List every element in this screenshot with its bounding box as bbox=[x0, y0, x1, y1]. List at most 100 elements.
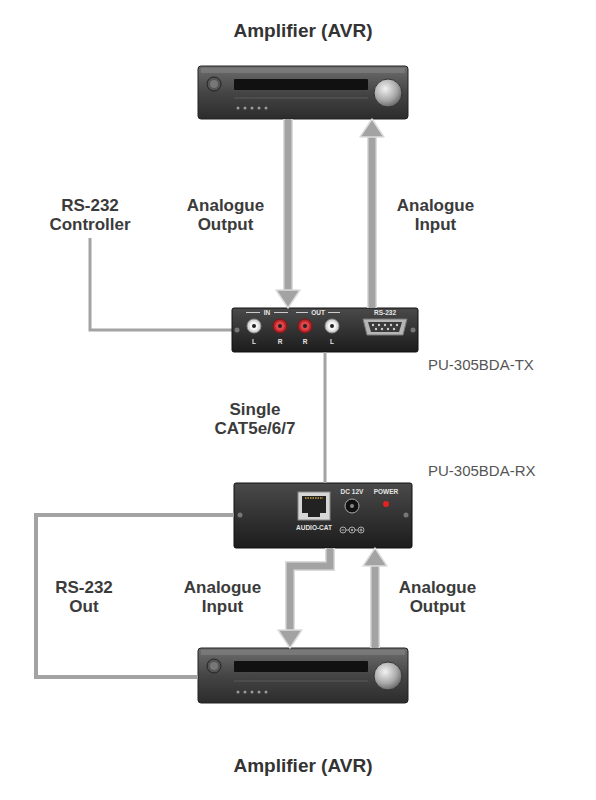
panel-label: OUT bbox=[309, 309, 327, 316]
amplifier-dot bbox=[258, 107, 261, 110]
rca-jack-red bbox=[273, 319, 287, 333]
mounting-screw bbox=[235, 328, 240, 333]
polarity-symbol bbox=[342, 530, 345, 531]
amplifier-dot bbox=[237, 107, 240, 110]
rca-jack-ring bbox=[301, 322, 310, 331]
signal-connector bbox=[278, 548, 330, 648]
rca-jack-ring bbox=[250, 322, 259, 331]
rca-jack-hole bbox=[278, 324, 282, 328]
amplifier-trim bbox=[234, 98, 368, 99]
rca-jack-white bbox=[325, 319, 339, 333]
signal-connector bbox=[276, 119, 300, 308]
panel-rule bbox=[328, 312, 340, 313]
mounting-screw bbox=[404, 513, 409, 518]
rca-jack-red bbox=[298, 319, 312, 333]
panel-rule bbox=[274, 312, 288, 313]
connector-line bbox=[290, 548, 330, 632]
arrow-head bbox=[360, 119, 384, 137]
amplifier-body bbox=[198, 648, 408, 703]
amplifier-illustration bbox=[198, 66, 408, 119]
port-label: RS-232 bbox=[368, 309, 402, 316]
connector-line bbox=[372, 564, 379, 648]
connector-outline bbox=[367, 135, 377, 308]
receiver-body bbox=[234, 483, 412, 548]
db9-pin bbox=[384, 324, 386, 326]
rca-jack-hole bbox=[252, 324, 256, 328]
rj45-latch bbox=[308, 513, 320, 517]
signal-connector bbox=[363, 548, 387, 648]
amplifier-dot bbox=[244, 107, 247, 110]
signal-connector bbox=[325, 352, 326, 483]
rca-jack-ring bbox=[276, 322, 285, 331]
signal-label: Analogue Output bbox=[390, 578, 485, 616]
receiver-illustration bbox=[234, 483, 412, 548]
device-heading: Amplifier (AVR) bbox=[138, 20, 468, 42]
device-heading: Amplifier (AVR) bbox=[138, 755, 468, 777]
connector-line bbox=[285, 119, 292, 292]
signal-label: Single CAT5e/6/7 bbox=[205, 400, 305, 438]
amplifier-highlight bbox=[201, 68, 405, 73]
model-label: PU-305BDA-TX bbox=[428, 356, 578, 374]
device-caption: RS-232 Controller bbox=[40, 196, 140, 234]
amplifier-dot bbox=[258, 691, 261, 694]
transmitter-body bbox=[232, 308, 418, 352]
amplifier-body bbox=[198, 66, 408, 119]
mounting-screw bbox=[411, 328, 416, 333]
amplifier-dot bbox=[251, 691, 254, 694]
rca-jack-white bbox=[247, 319, 261, 333]
signal-label: Analogue Output bbox=[178, 196, 273, 234]
polarity-symbol bbox=[355, 530, 358, 531]
connector-outline bbox=[370, 564, 380, 648]
amplifier-small-knob-cap bbox=[210, 662, 218, 670]
signal-label: Analogue Input bbox=[175, 578, 270, 616]
db9-socket bbox=[368, 322, 402, 332]
channel-label: R bbox=[300, 338, 310, 345]
arrow-head bbox=[363, 548, 387, 566]
rca-jack-ring bbox=[328, 322, 337, 331]
amplifier-dot bbox=[237, 691, 240, 694]
polarity-symbol bbox=[351, 529, 353, 531]
transmitter-illustration bbox=[232, 308, 418, 352]
db9-pin bbox=[381, 328, 383, 330]
arrow-head bbox=[278, 630, 302, 648]
polarity-symbol bbox=[358, 527, 364, 533]
rj45-port bbox=[298, 492, 330, 520]
db9-connector bbox=[363, 319, 407, 335]
polarity-symbol bbox=[360, 530, 363, 531]
connector-line bbox=[369, 135, 376, 308]
db9-pin bbox=[390, 324, 392, 326]
amplifier-highlight bbox=[201, 650, 405, 655]
amplifier-dot bbox=[251, 107, 254, 110]
channel-label: L bbox=[327, 338, 337, 345]
amplifier-dot bbox=[244, 691, 247, 694]
power-led bbox=[383, 501, 389, 507]
signal-label: RS-232 Out bbox=[48, 578, 120, 616]
arrow-head bbox=[276, 290, 300, 308]
db9-pin bbox=[396, 324, 398, 326]
amplifier-trim bbox=[234, 681, 368, 682]
amplifier-dot bbox=[265, 107, 268, 110]
db9-pin bbox=[375, 328, 377, 330]
panel-label: IN bbox=[260, 309, 274, 316]
polarity-symbol bbox=[340, 527, 346, 533]
connector-outline bbox=[290, 548, 330, 632]
signal-label: Analogue Input bbox=[388, 196, 483, 234]
rj45-opening bbox=[302, 496, 326, 513]
polarity-symbol bbox=[361, 529, 362, 532]
amplifier-volume-knob bbox=[374, 79, 402, 107]
dc-power-pin bbox=[350, 504, 354, 508]
rca-jack-hole bbox=[330, 324, 334, 328]
connector-line bbox=[324, 352, 327, 483]
panel-rule bbox=[246, 312, 260, 313]
db9-pin bbox=[387, 328, 389, 330]
device-node: Amplifier (AVR) bbox=[198, 66, 408, 119]
rs232-controller-wire bbox=[90, 238, 232, 330]
port-label: AUDIO-CAT bbox=[289, 524, 339, 531]
amplifier-illustration bbox=[198, 648, 408, 703]
amplifier-small-knob bbox=[207, 659, 221, 673]
device-node: Amplifier (AVR) bbox=[198, 648, 408, 703]
polarity-symbol bbox=[346, 530, 349, 531]
amplifier-dot bbox=[265, 691, 268, 694]
amplifier-small-knob-cap bbox=[210, 80, 218, 88]
port-label: DC 12V bbox=[337, 488, 367, 495]
